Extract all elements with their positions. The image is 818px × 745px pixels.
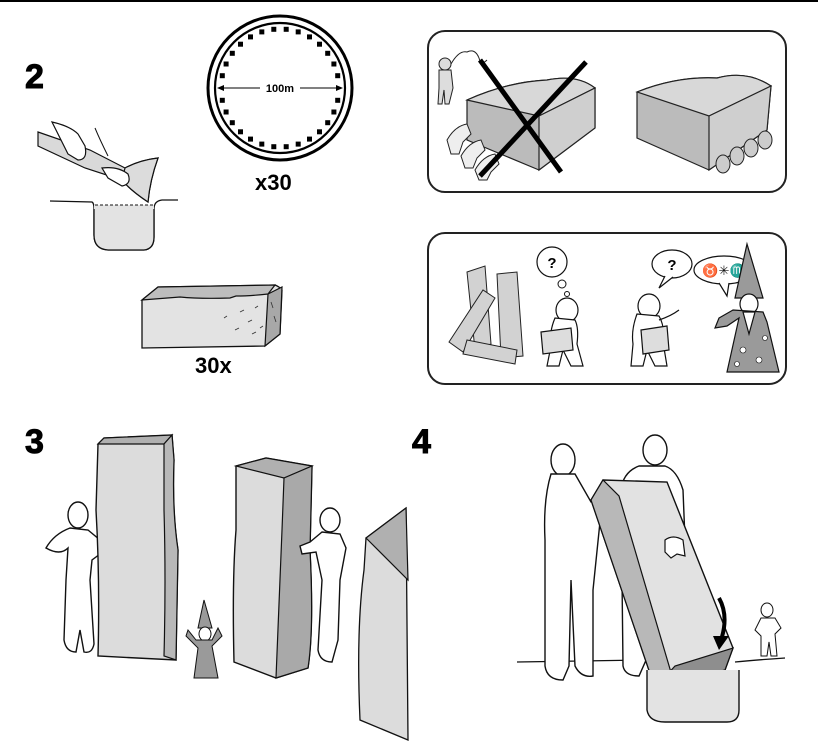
circle-stone-marker (219, 97, 225, 103)
step-number-2: 2 (25, 58, 45, 96)
asking-builder-figure (630, 293, 680, 367)
circle-stone-marker (317, 129, 322, 135)
circle-stone-marker (229, 50, 235, 56)
circle-stone-marker (271, 144, 277, 150)
circle-stone-marker (307, 34, 312, 40)
top-rule (0, 0, 818, 2)
circle-stone-marker (331, 61, 337, 67)
circle-stone-marker (295, 29, 301, 35)
circle-stone-marker (223, 109, 229, 115)
worker-right-figure (299, 507, 347, 663)
circle-stone-marker (317, 41, 322, 47)
small-observer-figure (754, 602, 782, 657)
thought-bubble-text: ? (547, 255, 556, 272)
circle-stone-marker (271, 26, 277, 32)
circle-stone-marker (331, 109, 337, 115)
standing-stones-scene (45, 433, 409, 741)
wizard-figure (714, 241, 780, 373)
circle-stone-marker (248, 34, 253, 40)
step-number-4: 4 (412, 423, 432, 461)
circle-stone-marker (219, 73, 225, 79)
circle-stone-marker (325, 120, 331, 126)
circle-stone-marker (335, 73, 341, 79)
circle-stone-marker (307, 136, 312, 142)
circle-stone-marker (283, 26, 289, 32)
circle-stone-marker (248, 136, 253, 142)
confused-builder-figure (540, 297, 584, 367)
circle-stone-marker (259, 141, 265, 147)
wrong-cross-icon (477, 58, 564, 174)
stone-circle-diagram: 100m (206, 14, 354, 162)
circle-stone-marker (229, 120, 235, 126)
diameter-label: 100m (266, 83, 294, 95)
circle-stone-marker (223, 61, 229, 67)
wizard-bubble-symbols: ♉✳♏ (702, 263, 745, 278)
stone-lowering-scene (516, 434, 786, 723)
worker-left-figure (45, 501, 101, 654)
digging-tool-illustration (37, 121, 159, 204)
circle-quantity-label: x30 (255, 170, 292, 195)
circle-stone-marker (238, 41, 243, 47)
speech-bubble-text: ? (667, 257, 676, 274)
log-rollers (715, 130, 773, 174)
stone-quantity-label: 30x (195, 353, 232, 378)
help-panel-art: ? ? ♉✳♏ (448, 241, 780, 373)
circle-stone-marker (325, 50, 331, 56)
stone-block-illustration (140, 284, 283, 349)
circle-stone-marker (295, 141, 301, 147)
dug-pit-illustration (49, 199, 178, 251)
circle-stone-marker (238, 129, 243, 135)
small-wizard-figure (185, 599, 223, 679)
circle-stone-marker (335, 97, 341, 103)
transport-comparison-art (437, 50, 773, 181)
step-number-3: 3 (25, 423, 45, 461)
circle-stone-marker (259, 29, 265, 35)
circle-stone-marker (283, 144, 289, 150)
lifter-left-figure (543, 443, 617, 681)
foreman-figure (437, 50, 488, 105)
